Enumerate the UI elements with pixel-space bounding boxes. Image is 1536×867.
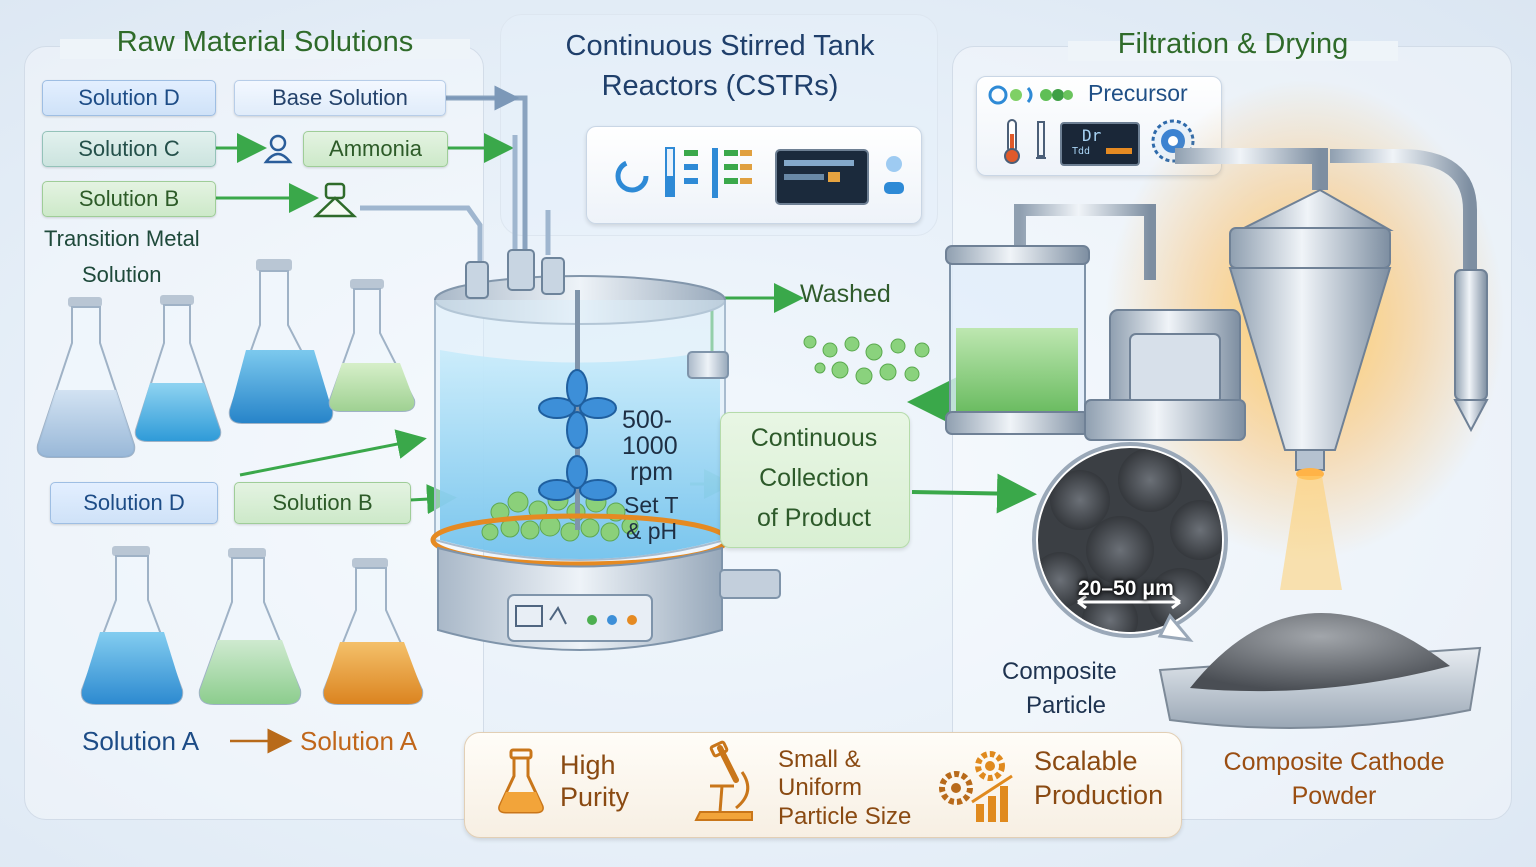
solution-b-mid-tag: Solution B — [234, 482, 411, 524]
solution-a-right-label: Solution A — [300, 726, 417, 757]
base-solution-tag: Base Solution — [234, 80, 446, 116]
benefit-small-line2: Uniform — [778, 774, 862, 802]
set-temp-ph-line1: Set T — [624, 492, 679, 519]
collection-line3: of Product — [720, 504, 908, 533]
washed-beads — [800, 330, 940, 400]
solution-a-left-label: Solution A — [82, 726, 199, 757]
solution-d-top-tag: Solution D — [42, 80, 216, 116]
rpm-unit: rpm — [630, 458, 673, 487]
microscope-icon — [690, 742, 760, 824]
solution-b-top-tag: Solution B — [42, 181, 216, 217]
reactor-vessel — [420, 240, 740, 670]
precursor-dots-icon — [988, 84, 1084, 106]
gears-chart-icon — [936, 746, 1026, 826]
valve-icon — [312, 182, 360, 220]
composite-particle-line2: Particle — [1026, 692, 1106, 720]
rpm-value-line1: 500- — [622, 406, 672, 435]
flask-icon — [496, 748, 546, 814]
collection-line1: Continuous — [720, 424, 908, 453]
flask-row-top — [30, 255, 430, 475]
set-temp-ph-line2: & pH — [626, 518, 677, 545]
cathode-powder-line2: Powder — [1196, 782, 1472, 811]
washed-label: Washed — [800, 280, 891, 309]
benefit-high-line1: High — [560, 750, 616, 781]
benefit-high-line2: Purity — [560, 782, 629, 813]
rpm-value-line2: 1000 — [622, 432, 678, 461]
collection-line2: Collection — [720, 464, 908, 493]
benefit-small-line3: Particle Size — [778, 803, 911, 831]
control-display — [600, 138, 910, 212]
solution-c-tag: Solution C — [42, 131, 216, 167]
benefit-scalable-line2: Production — [1034, 780, 1163, 811]
benefit-small-line1: Small & — [778, 746, 861, 774]
benefit-scalable-line1: Scalable — [1034, 746, 1138, 777]
precursor-label: Precursor — [1088, 80, 1188, 107]
composite-particle-line1: Composite — [1002, 658, 1117, 686]
ammonia-tag: Ammonia — [303, 131, 448, 167]
pump-icon — [262, 134, 294, 164]
transition-metal-label-1: Transition Metal — [44, 226, 200, 252]
flask-row-bottom — [70, 540, 450, 720]
cathode-powder-line1: Composite Cathode — [1196, 748, 1472, 777]
solution-d-mid-tag: Solution D — [50, 482, 218, 524]
powder-tray — [1150, 570, 1490, 745]
